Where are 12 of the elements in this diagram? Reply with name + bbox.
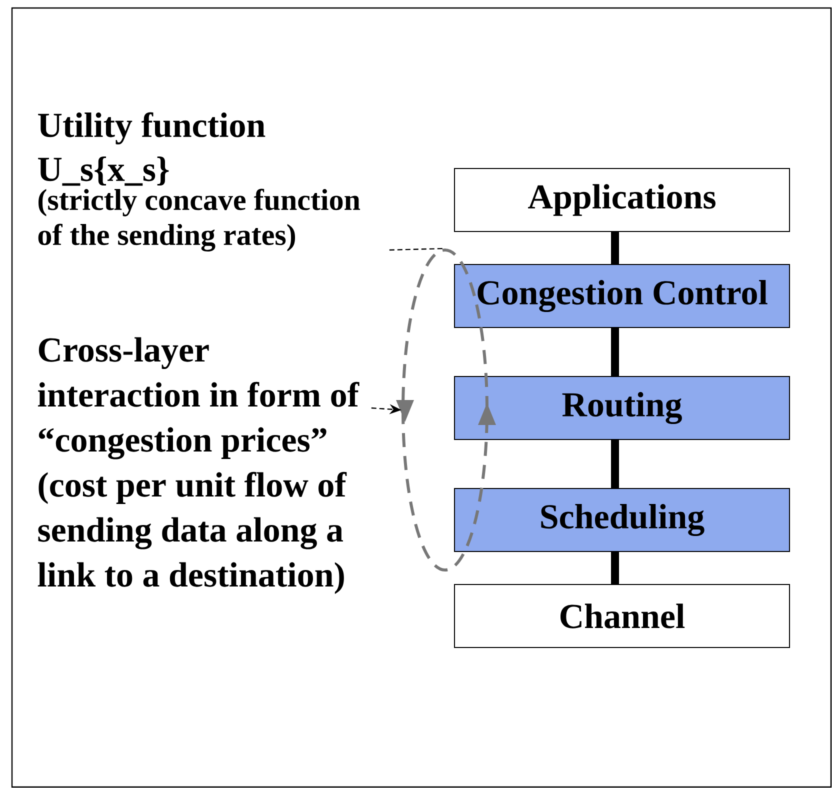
annotation-text: Cross-layer interaction in form of “congestion prices” (cost per unit flow of sending data along a link to a destination) (38, 337, 360, 594)
layer-box: Scheduling (454, 488, 790, 552)
connector (389, 248, 446, 251)
layer-box: Congestion Control (454, 264, 790, 328)
layer-box: Routing (454, 376, 790, 440)
annotation-text: Utility function U_s{x_s} (strictly concave function of the sending rates) (38, 112, 360, 252)
layer-box: Channel (454, 584, 790, 648)
connector (611, 328, 619, 376)
connector (611, 440, 619, 488)
connector (611, 552, 619, 584)
layer-box: Applications (454, 168, 790, 232)
connector (611, 232, 619, 264)
